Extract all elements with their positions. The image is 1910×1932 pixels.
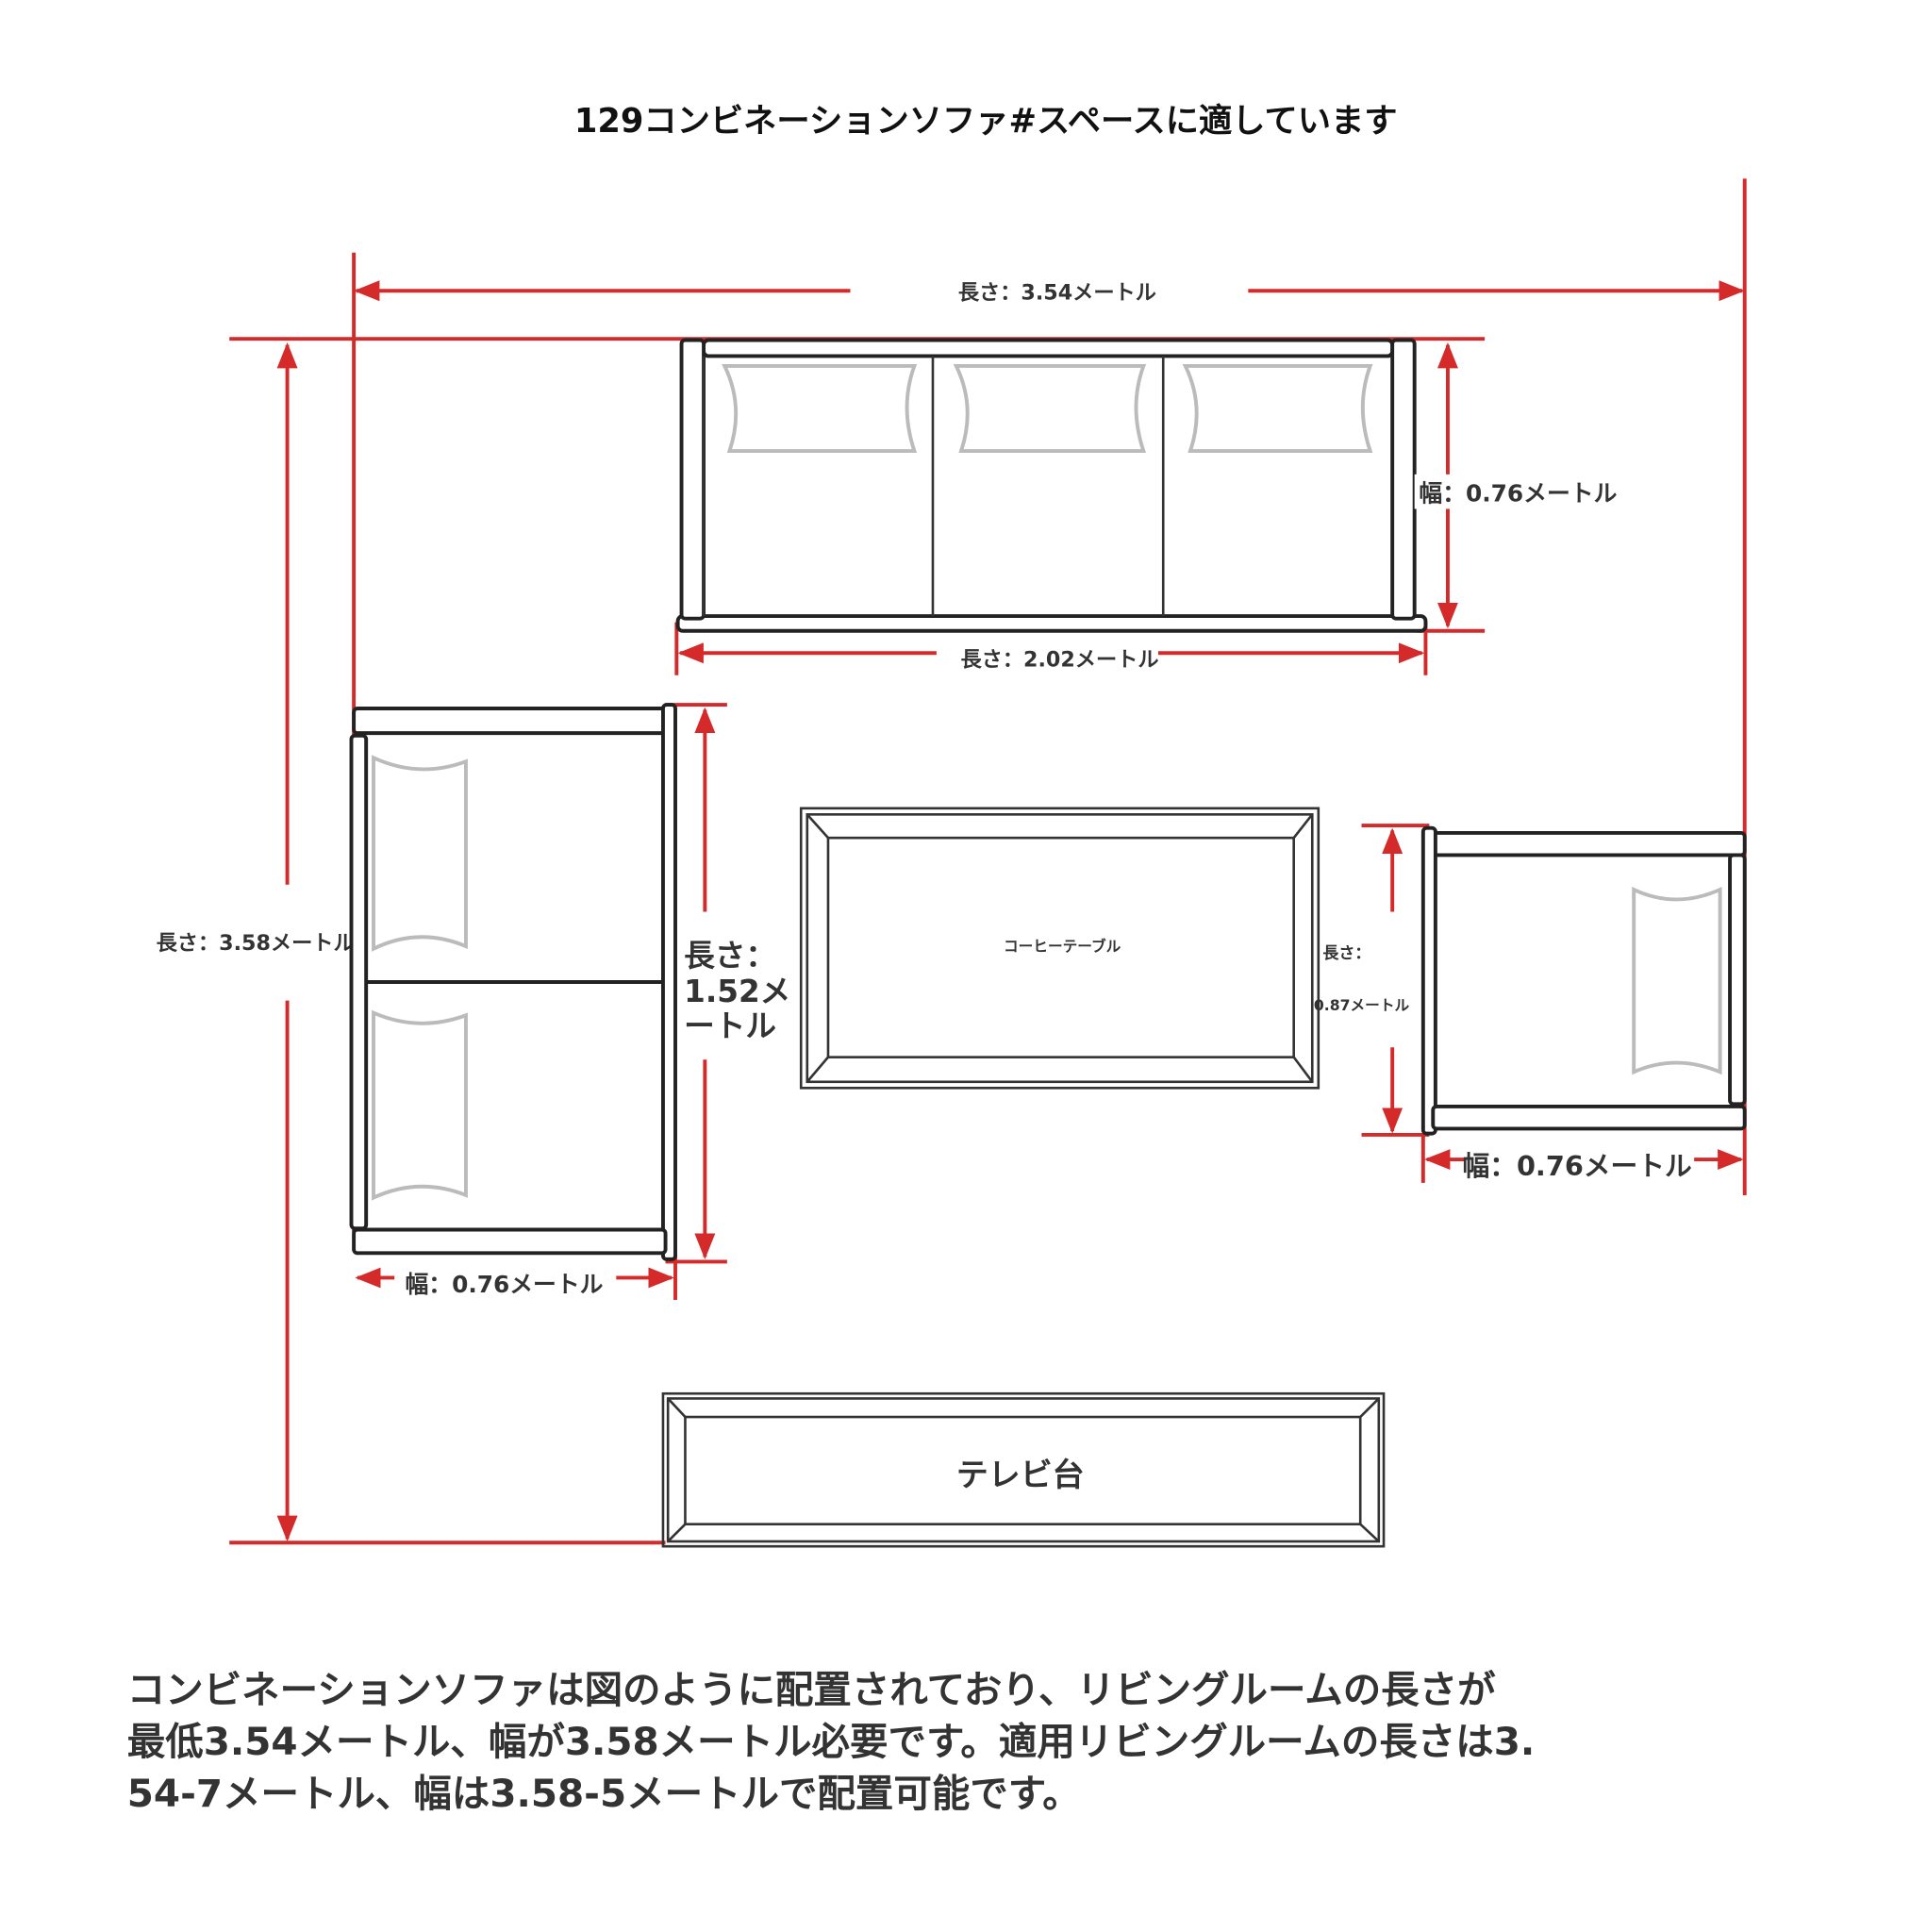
coffee-table: コーヒーテーブル [799,807,1320,1090]
three-seat-sofa [675,338,1428,633]
description-line-2: 最低3.54メートル、幅が3.58メートル必要です。適用リビングルームの長さは3… [127,1719,1536,1764]
diagram-title: 129コンビネーションソファ#スペースに適しています [574,102,1398,141]
description-line-3: 54-7メートル、幅は3.58-5メートルで配置可能です。 [127,1771,1081,1816]
coffee-table-label: コーヒーテーブル [1004,937,1121,955]
left-sofa-width-label: 幅：0.76メートル [405,1271,603,1298]
chair-length-label-2: 0.87メートル [1314,996,1410,1014]
left-sofa-length-label-3: ートル [684,1008,776,1043]
top-sofa-width-label: 幅：0.76メートル [1419,480,1617,508]
total-width-label: 長さ：3.58メートル [157,931,355,956]
chair-width-label: 幅：0.76メートル [1463,1150,1692,1182]
tv-stand: テレビ台 [661,1391,1386,1548]
description-paragraph: コンビネーションソファは図のように配置されており、リビングルームの長さが 最低3… [127,1667,1536,1816]
left-sofa-length-label-2: 1.52メ [684,974,790,1009]
total-length-label: 長さ：3.54メートル [958,280,1156,305]
armchair [1420,825,1747,1136]
two-seat-sofa [349,703,677,1261]
left-sofa-length-label-1: 長さ： [684,938,776,974]
tv-stand-label: テレビ台 [956,1457,1085,1494]
top-sofa-length-label: 長さ：2.02メートル [960,648,1158,673]
description-line-1: コンビネーションソファは図のように配置されており、リビングルームの長さが [127,1667,1496,1712]
chair-length-label-1: 長さ： [1322,944,1370,963]
